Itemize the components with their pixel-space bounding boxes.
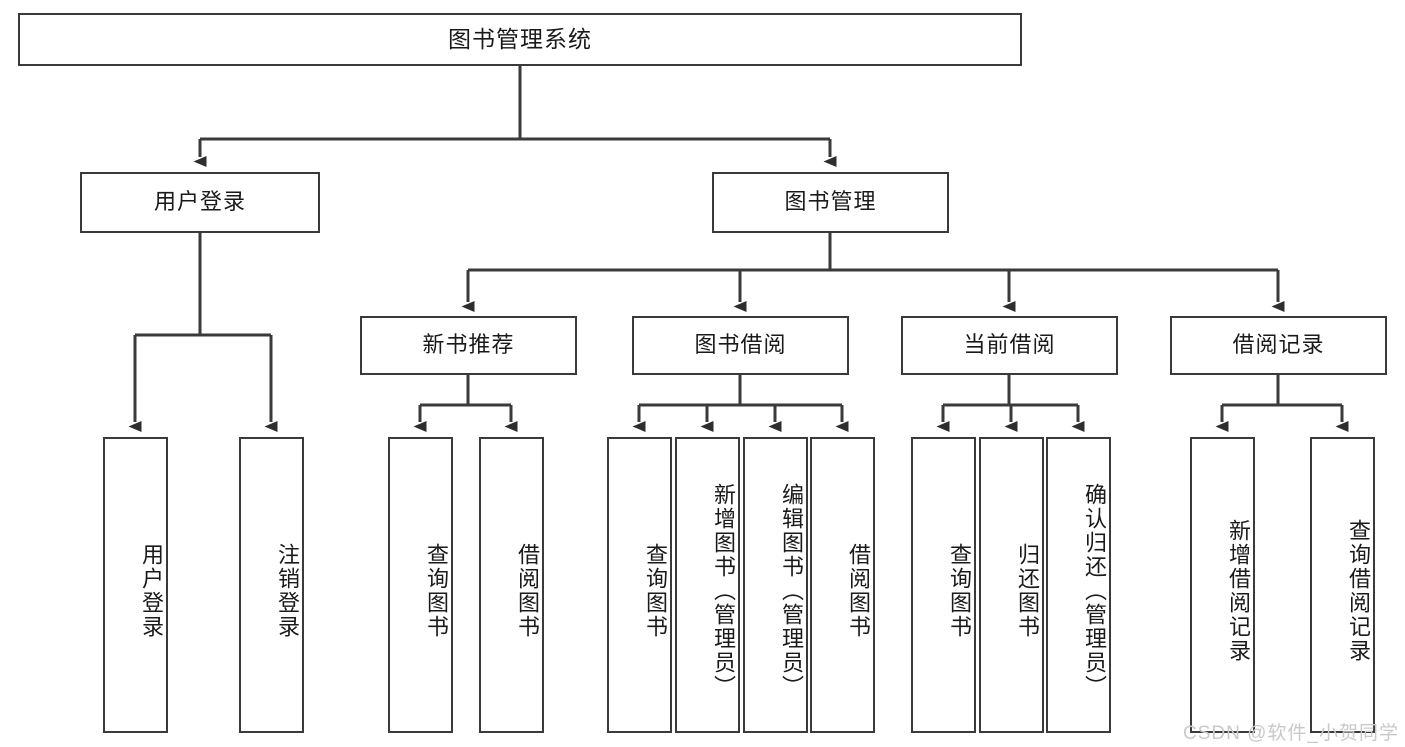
node-user-login[interactable]: 用户登录 [80,172,320,233]
watermark-text: CSDN @软件_小贺同学 [1183,723,1399,744]
node-current-borrow[interactable]: 当前借阅 [901,316,1118,375]
leaf-edit-book-admin[interactable]: 编辑图书（管理员） [743,437,808,733]
leaf-query-book-current[interactable]: 查询图书 [911,437,976,733]
node-book-borrow[interactable]: 图书借阅 [632,316,849,375]
leaf-query-book-borrow[interactable]: 查询图书 [607,437,672,733]
node-borrow-record[interactable]: 借阅记录 [1170,316,1387,375]
node-root-system[interactable]: 图书管理系统 [18,13,1022,66]
leaf-return-book[interactable]: 归还图书 [979,437,1044,733]
node-book-management[interactable]: 图书管理 [712,172,949,233]
leaf-query-book-recommend[interactable]: 查询图书 [388,437,453,733]
leaf-add-borrow-record[interactable]: 新增借阅记录 [1190,437,1255,733]
leaf-confirm-return-admin[interactable]: 确认归还（管理员） [1046,437,1111,733]
leaf-logout[interactable]: 注销登录 [239,437,304,733]
leaf-query-borrow-record[interactable]: 查询借阅记录 [1310,437,1375,733]
leaf-borrow-book-recommend[interactable]: 借阅图书 [479,437,544,733]
leaf-borrow-book[interactable]: 借阅图书 [810,437,875,733]
leaf-user-login[interactable]: 用户登录 [103,437,168,733]
leaf-add-book-admin[interactable]: 新增图书（管理员） [675,437,740,733]
node-new-book-recommend[interactable]: 新书推荐 [360,316,577,375]
